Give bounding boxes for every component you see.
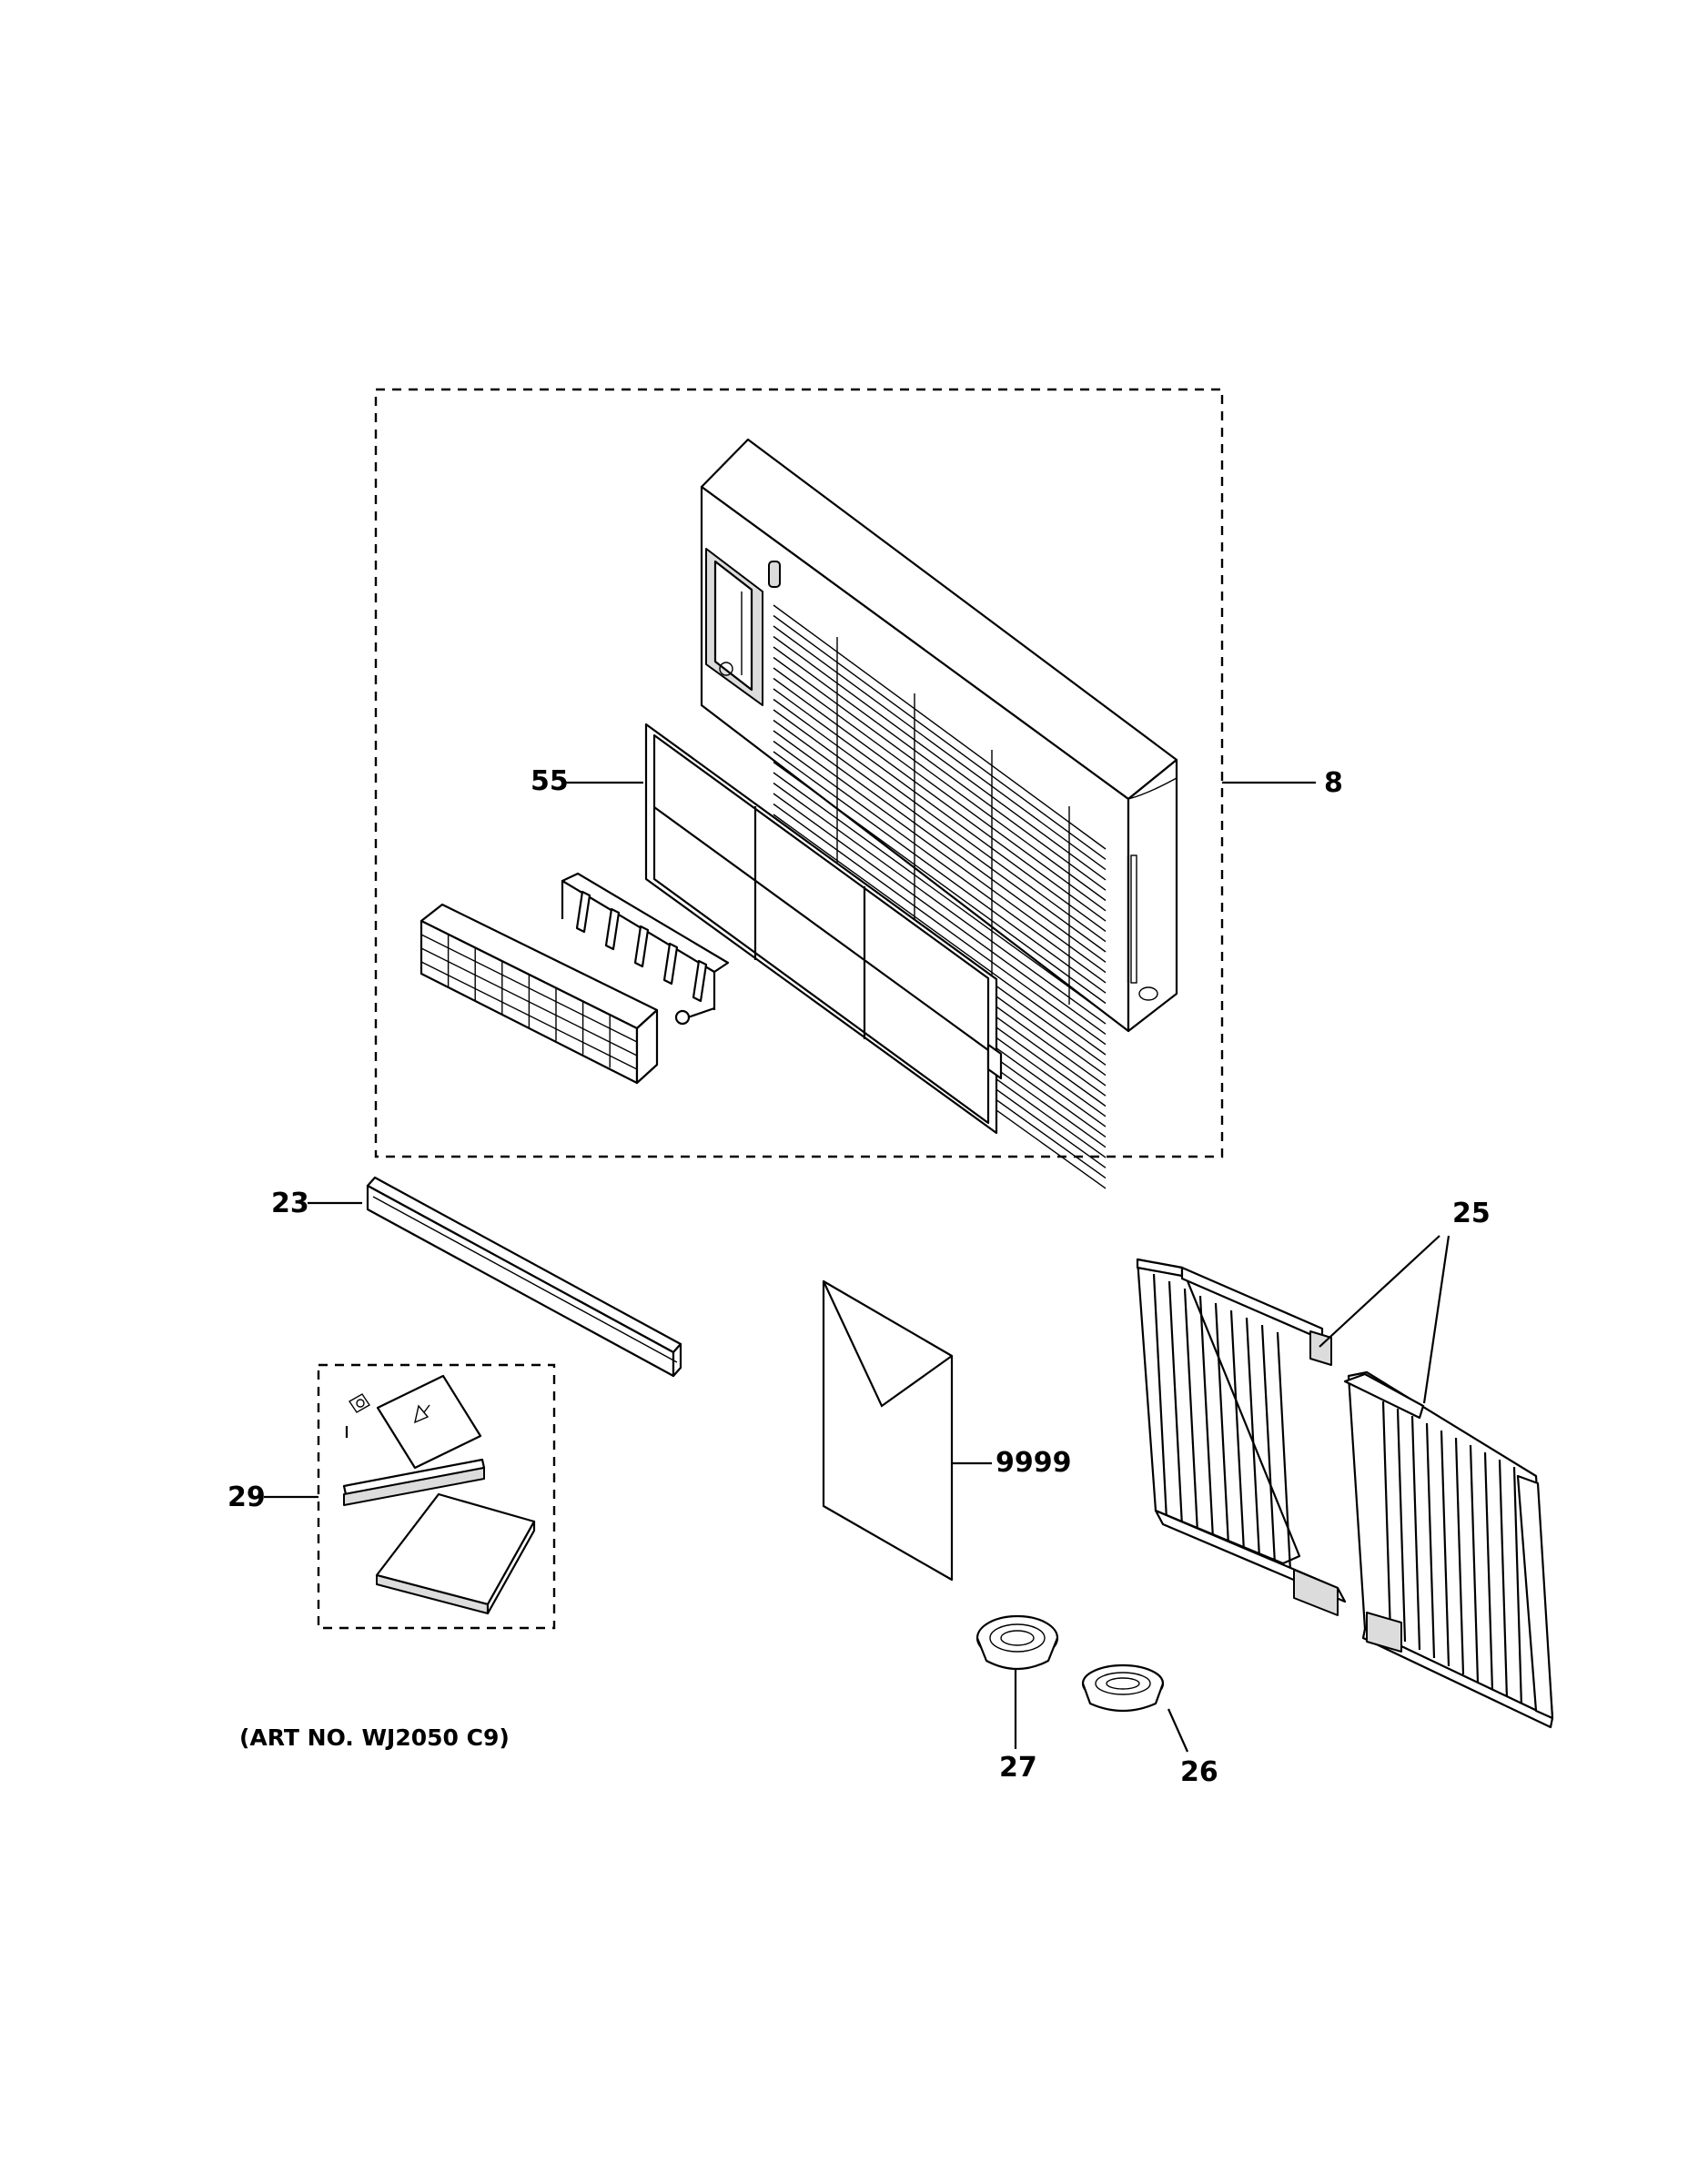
callout-29: 29: [227, 1481, 266, 1513]
leader-26: [1167, 1708, 1189, 1753]
installation-kit[interactable]: [342, 1374, 536, 1615]
louver-grille[interactable]: [419, 903, 659, 1085]
leader-25a: [1319, 1235, 1440, 1348]
callout-27: 27: [999, 1752, 1037, 1784]
group-box-8: [374, 388, 1224, 1158]
callout-9999: 9999: [996, 1447, 1072, 1479]
group-box-29: [317, 1363, 556, 1630]
callout-8: 8: [1324, 767, 1343, 799]
owners-manual[interactable]: [822, 1279, 954, 1582]
leader-25b: [1422, 1235, 1450, 1404]
front-panel-cabinet[interactable]: [700, 438, 1178, 1189]
callout-25: 25: [1452, 1198, 1491, 1229]
foam-seal-26[interactable]: [1081, 1663, 1165, 1713]
callout-23: 23: [271, 1188, 309, 1219]
side-curtain-right[interactable]: [1343, 1370, 1554, 1729]
callout-55: 55: [531, 765, 569, 797]
deflector-bracket[interactable]: [561, 872, 730, 1026]
foam-seal-27[interactable]: [975, 1614, 1059, 1670]
callout-26: 26: [1180, 1756, 1218, 1788]
side-curtain-left[interactable]: [1136, 1258, 1347, 1616]
air-filter[interactable]: [644, 723, 1003, 1135]
top-mounting-rail[interactable]: [366, 1176, 682, 1378]
art-number: (ART NO. WJ2050 C9): [239, 1724, 510, 1751]
